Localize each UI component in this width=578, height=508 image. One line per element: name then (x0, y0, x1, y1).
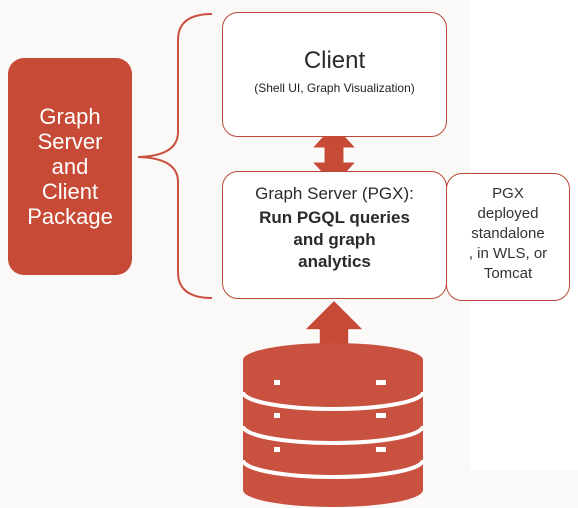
curly-brace (137, 13, 213, 299)
graph-server-client-package: Graph Server and Client Package (8, 58, 132, 275)
server-description: Run PGQL queries and graph analytics (259, 208, 410, 271)
deployment-box: PGX deployed standalone , in WLS, or Tom… (446, 173, 570, 301)
database-icon (241, 343, 425, 507)
client-title: Client (303, 47, 366, 74)
client-subtitle: (Shell UI, Graph Visualization) (254, 81, 415, 95)
package-label: Graph Server and Client Package (27, 104, 113, 229)
graph-server-box: Graph Server (PGX): Run PGQL queries and… (222, 171, 447, 299)
client-box: Client (Shell UI, Graph Visualization) (222, 12, 447, 137)
server-title: Graph Server (PGX): (255, 184, 414, 203)
deployment-label: PGX deployed standalone , in WLS, or Tom… (468, 185, 548, 282)
